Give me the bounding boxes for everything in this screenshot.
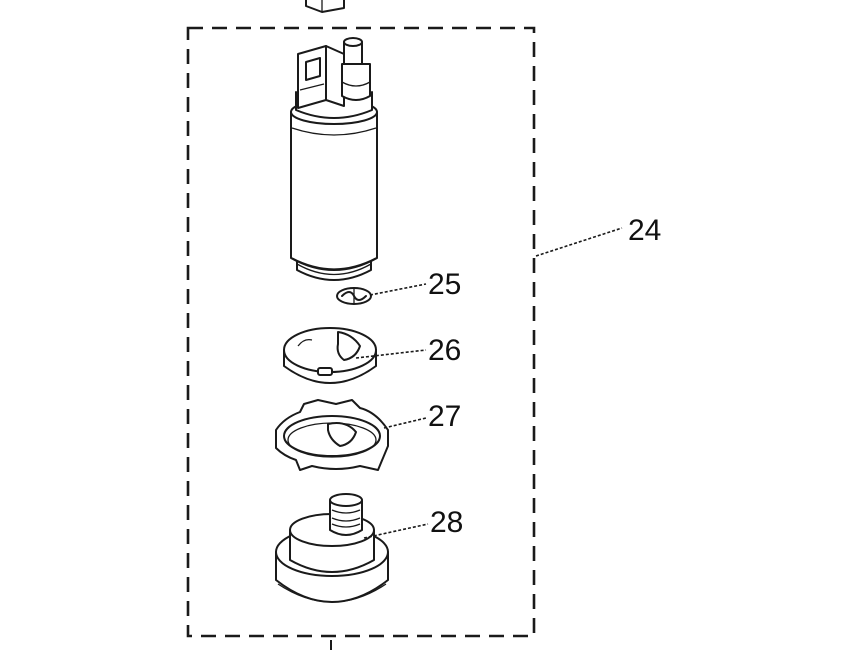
leader-28 <box>363 523 429 539</box>
callout-28: 28 <box>430 506 463 539</box>
fuel-pump <box>290 37 378 281</box>
part-28-base <box>275 493 389 603</box>
part-27-filter-ring <box>275 399 389 471</box>
callout-26: 26 <box>428 334 461 367</box>
callout-25: 25 <box>428 268 461 301</box>
leader-27 <box>383 417 427 429</box>
part-25-clip <box>336 287 372 305</box>
leader-25 <box>369 283 427 296</box>
callout-27: 27 <box>428 400 461 433</box>
callout-24: 24 <box>628 214 661 247</box>
leader-24 <box>535 227 623 257</box>
part-26-cushion <box>283 327 377 384</box>
leader-26 <box>355 349 427 359</box>
assembly-boundary <box>186 26 536 638</box>
top-partial-part <box>305 0 345 13</box>
